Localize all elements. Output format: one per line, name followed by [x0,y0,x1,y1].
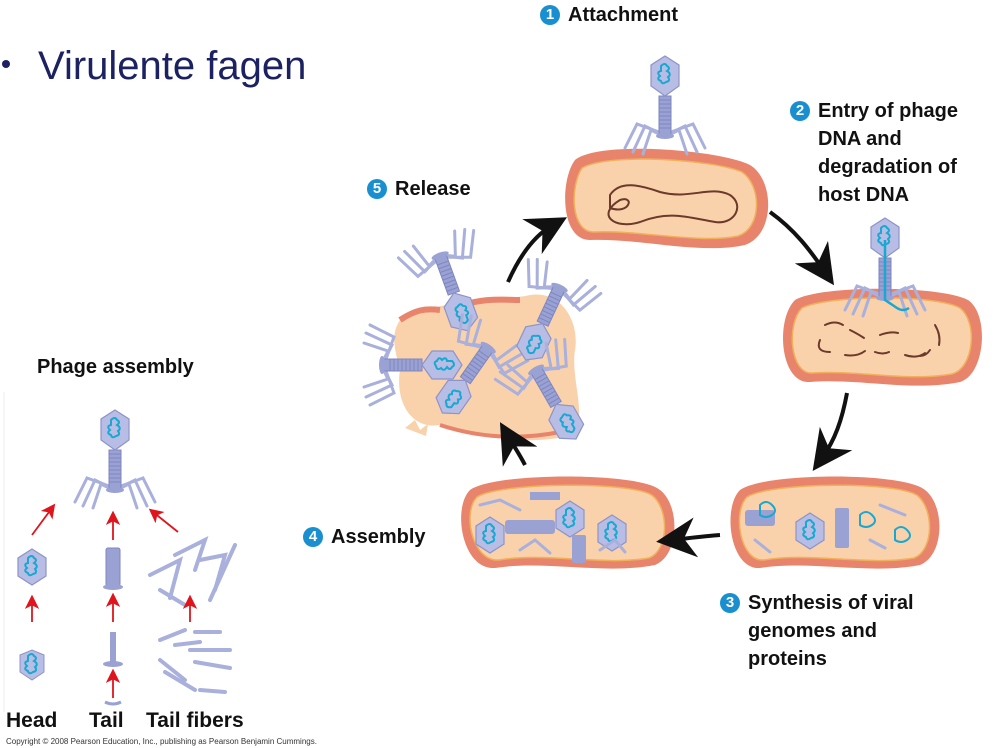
step-2-entry: 2 Entry of phage DNA and degradation of … [790,97,958,209]
step-4-assembly: 4 Assembly [303,523,426,551]
phage-assembly-panel [3,392,237,712]
component-label-head: Head [6,709,58,732]
step-3-synthesis: 3 Synthesis of viral genomes and protein… [720,589,914,673]
step-5-release: 5 Release [367,175,471,203]
step-label: Assembly [331,526,426,548]
arrow-assembly-to-release [499,422,538,467]
step-number-badge: 4 [303,527,323,547]
assembly-arrows [24,503,198,698]
tail-fibers-component [148,536,237,607]
step-number-badge: 3 [720,593,740,613]
host-cell-entry [783,216,982,386]
step-label-line: Synthesis of viral [748,592,914,614]
step-1-attachment: 1 Attachment [540,1,678,29]
tail-fibers-precursor [158,628,232,694]
component-label-tail: Tail [89,709,124,732]
step-label-line: proteins [748,648,827,670]
arrow-entry-to-synthesis [812,392,853,471]
tail-component [103,547,123,590]
arrow-attachment-to-entry [768,210,835,286]
step-label-line: Entry of phage [818,100,959,122]
step-number-badge: 1 [540,5,560,25]
step-label-line: host DNA [818,184,910,206]
step-number-badge: 5 [367,179,387,199]
head-component [17,548,47,586]
tail-precursor [103,632,123,706]
host-cell-attachment [565,54,769,249]
head-precursor [19,649,45,681]
phage-attached [623,54,707,156]
step-label: Synthesis of viral genomes and proteins [748,589,914,673]
component-label-tail-fibers: Tail fibers [146,709,244,732]
arrow-synthesis-to-assembly [656,517,721,558]
step-label: Attachment [568,4,679,26]
title-bullet [2,60,10,68]
host-cell-lysed [362,223,613,461]
step-label-line: genomes and [748,620,877,642]
host-cell-assembly [461,476,675,569]
step-label-line: DNA and [818,128,902,150]
arrow-release-to-attachment [506,217,567,283]
step-label: Entry of phage DNA and degradation of ho… [818,97,958,209]
assembled-phage [73,408,157,510]
step-number-badge: 2 [790,101,810,121]
step-label-line: degradation of [818,156,957,178]
phage-assembly-title: Phage assembly [37,356,194,378]
copyright-notice: Copyright © 2008 Pearson Education, Inc.… [6,737,317,746]
host-cell-synthesis [730,476,940,569]
step-label: Release [395,178,471,200]
slide-title: Virulente fagen [38,44,307,88]
cycle-arrows [499,210,853,558]
